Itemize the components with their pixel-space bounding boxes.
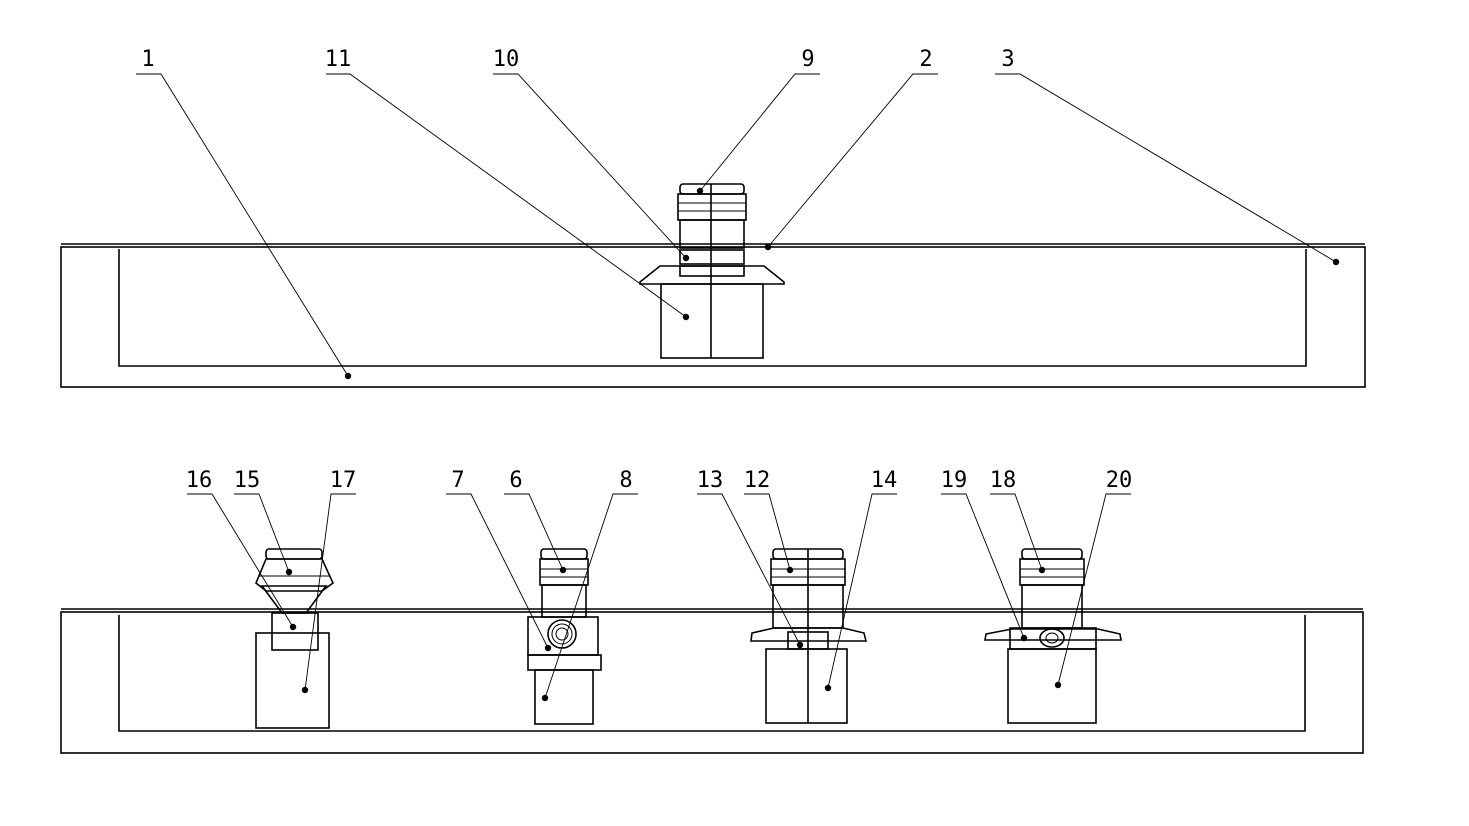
part-label: 1 xyxy=(141,47,154,72)
top-leader-dots xyxy=(344,187,1340,380)
component-b xyxy=(527,548,602,725)
part-label: 10 xyxy=(493,47,520,72)
part-label: 18 xyxy=(990,468,1017,493)
part-label: 19 xyxy=(941,468,968,493)
part-label: 12 xyxy=(744,468,771,493)
part-label: 3 xyxy=(1001,47,1014,72)
bottom-base-tray xyxy=(60,608,1364,754)
component-a xyxy=(255,548,335,729)
part-label: 17 xyxy=(330,468,357,493)
part-label: 7 xyxy=(451,468,464,493)
part-label: 15 xyxy=(234,468,261,493)
part-label: 16 xyxy=(186,468,213,493)
bottom-leader-dots xyxy=(285,566,1062,702)
bottom-part-labels: 16 15 17 7 6 8 13 12 14 19 18 20 xyxy=(186,468,1133,493)
part-label: 2 xyxy=(919,47,932,72)
top-assembly: 1 11 10 9 2 3 xyxy=(60,47,1366,388)
top-central-component xyxy=(639,183,785,359)
bottom-assembly: 16 15 17 7 6 8 13 12 14 19 18 20 xyxy=(60,468,1364,754)
top-base-tray xyxy=(60,243,1366,388)
top-leader-lines xyxy=(136,73,1337,377)
component-d xyxy=(984,548,1122,724)
part-label: 6 xyxy=(509,468,522,493)
part-label: 8 xyxy=(619,468,632,493)
top-part-labels: 1 11 10 9 2 3 xyxy=(141,47,1014,72)
part-label: 9 xyxy=(801,47,814,72)
part-label: 13 xyxy=(697,468,724,493)
part-label: 14 xyxy=(871,468,898,493)
part-label: 11 xyxy=(325,47,352,72)
part-label: 20 xyxy=(1106,468,1133,493)
bottom-leader-lines xyxy=(187,493,1131,699)
component-c xyxy=(750,548,868,724)
